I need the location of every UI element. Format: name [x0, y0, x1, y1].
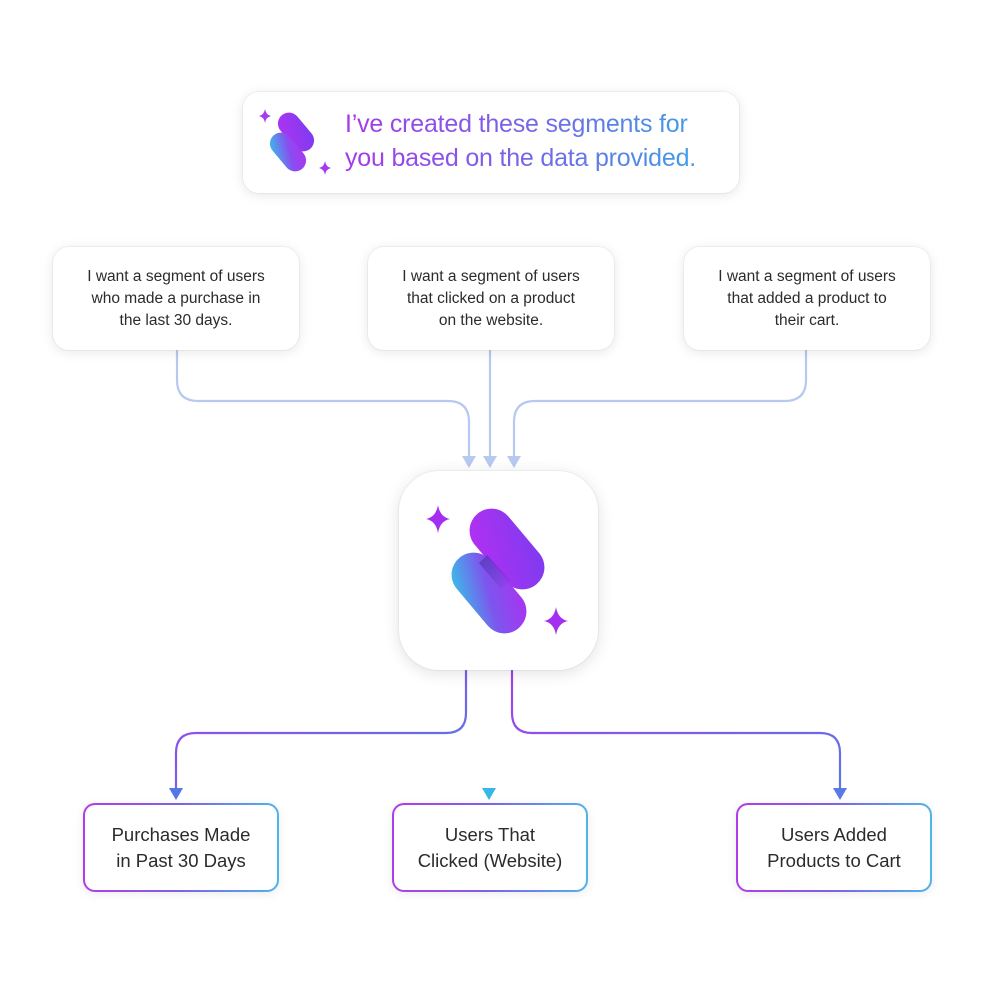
connector-right-input	[512, 349, 808, 460]
sparkle-icon	[319, 161, 331, 175]
segment-label: Users Added Products to Cart	[767, 823, 901, 871]
ai-segments-logo-icon	[259, 109, 331, 175]
assistant-message-card: I’ve created these segments for you base…	[243, 92, 739, 193]
sparkle-icon	[544, 607, 568, 635]
segment-label: Purchases Made in Past 30 Days	[111, 823, 251, 871]
connector-left-output	[174, 669, 468, 792]
segment-card-purchases[interactable]: Purchases Made in Past 30 Days	[83, 803, 279, 892]
segment-label: Users That Clicked (Website)	[417, 823, 563, 871]
segment-card-cart[interactable]: Users Added Products to Cart	[736, 803, 932, 892]
prompt-text: I want a segment of users that added a p…	[718, 267, 896, 329]
assistant-message-text: I’ve created these segments for you base…	[345, 107, 725, 175]
sparkle-icon	[259, 109, 271, 123]
prompt-card-clicked: I want a segment of users that clicked o…	[368, 247, 614, 350]
arrowhead-middle-input	[483, 456, 497, 468]
arrowhead-middle-output	[482, 788, 496, 800]
prompt-card-purchase: I want a segment of users who made a pur…	[53, 247, 299, 350]
segment-card-clicked[interactable]: Users That Clicked (Website)	[392, 803, 588, 892]
ai-engine-card	[399, 471, 598, 670]
assistant-message-line-2: you based on the data provided.	[345, 144, 697, 172]
prompt-card-cart: I want a segment of users that added a p…	[684, 247, 930, 350]
prompt-text: I want a segment of users who made a pur…	[87, 267, 265, 329]
ai-segments-logo-icon	[426, 505, 568, 635]
connector-right-output	[510, 669, 842, 792]
arrowhead-right-output	[833, 788, 847, 800]
sparkle-icon	[426, 505, 450, 533]
assistant-message-line-1: I’ve created these segments for	[345, 110, 688, 138]
arrowhead-right-input	[507, 456, 521, 468]
connector-left-input	[175, 349, 471, 460]
arrowhead-left-output	[169, 788, 183, 800]
arrowhead-left-input	[462, 456, 476, 468]
prompt-text: I want a segment of users that clicked o…	[402, 267, 580, 329]
